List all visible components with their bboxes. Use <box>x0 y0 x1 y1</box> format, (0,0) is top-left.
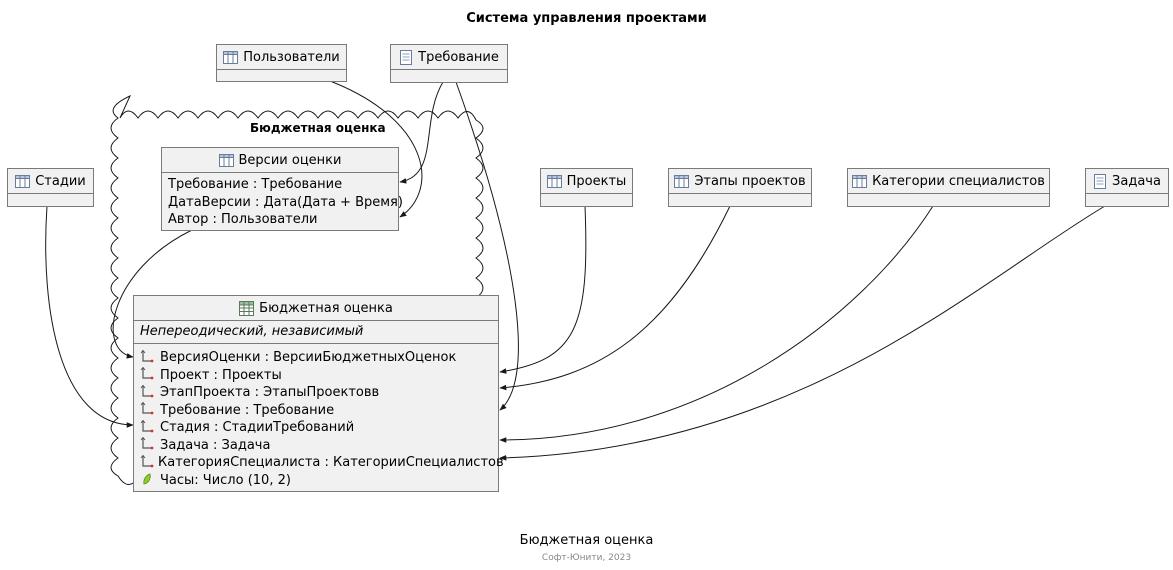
entity-stereotype: Непереодический, независимый <box>140 324 364 339</box>
attribute-text: Часы: Число (10, 2) <box>160 472 291 488</box>
link-stages-budget <box>45 205 134 428</box>
table-icon <box>852 174 868 188</box>
dimension-icon <box>140 349 156 366</box>
register-icon <box>239 300 255 316</box>
attribute-text: КатегорияСпециалиста : КатегорииСпециали… <box>158 455 504 470</box>
attribute-text: Стадия : СтадииТребований <box>160 420 355 435</box>
entity-project-stages[interactable]: Этапы проектов <box>668 168 812 207</box>
attribute-row: Задача : Задача <box>140 436 492 455</box>
dimension-icon <box>140 384 156 401</box>
package-label: Бюджетная оценка <box>250 121 386 135</box>
link-task-budget <box>499 205 1106 461</box>
attribute-text: Задача : Задача <box>160 437 271 453</box>
diagram-footer: Софт-Юнити, 2023 <box>541 553 632 563</box>
entity-users[interactable]: Пользователи <box>216 44 347 82</box>
table-icon <box>674 174 690 188</box>
link-users-versions <box>329 80 423 218</box>
dimension-icon <box>140 366 156 383</box>
link-requirement-versions <box>399 81 444 184</box>
attribute-row: Часы: Число (10, 2) <box>140 472 492 490</box>
table-icon <box>223 50 239 64</box>
entity-name: Требование <box>418 49 499 65</box>
dimension-icon <box>140 454 154 471</box>
resource-icon <box>140 472 156 488</box>
document-icon <box>1093 173 1107 189</box>
entity-requirement[interactable]: Требование <box>390 44 508 83</box>
link-versions-budget <box>112 229 193 359</box>
entity-task[interactable]: Задача <box>1085 168 1169 207</box>
diagram-caption: Бюджетная оценка <box>519 533 654 548</box>
entity-projects[interactable]: Проекты <box>540 168 633 207</box>
attribute: Автор : Пользователи <box>168 212 318 227</box>
attribute-row: Проект : Проекты <box>140 366 492 385</box>
attribute-row: ВерсияОценки : ВерсииБюджетныхОценок <box>140 349 492 367</box>
entity-name: Проекты <box>566 173 627 189</box>
link-categories-budget <box>499 205 934 443</box>
entity-name: Этапы проектов <box>694 173 806 189</box>
entity-name: Задача <box>1112 173 1161 189</box>
entity-stages[interactable]: Стадии <box>7 168 94 207</box>
dimension-icon <box>140 401 156 418</box>
table-icon <box>218 153 234 167</box>
entity-name: Стадии <box>35 173 86 189</box>
link-project-stages-budget <box>499 205 731 391</box>
link-projects-budget <box>499 205 587 374</box>
entity-name: Пользователи <box>243 49 340 65</box>
attribute-row: КатегорияСпециалиста : КатегорииСпециали… <box>140 454 504 472</box>
attribute-text: ЭтапПроекта : ЭтапыПроектовв <box>160 385 380 400</box>
attribute-row: Требование : Требование <box>140 401 492 420</box>
entity-estimate-versions[interactable]: Версии оценки Требование : Требование Да… <box>161 147 403 231</box>
dimension-icon <box>140 436 156 453</box>
attribute-text: Требование : Требование <box>160 402 335 418</box>
table-icon <box>15 174 31 188</box>
document-icon <box>399 49 413 65</box>
entity-budget-estimate[interactable]: Бюджетная оценка Непереодический, незави… <box>133 295 504 492</box>
entity-name: Версии оценки <box>238 152 342 168</box>
diagram-title: Система управления проектами <box>466 11 707 26</box>
attribute: Требование : Требование <box>168 177 343 192</box>
link-requirement-budget <box>455 81 519 411</box>
table-icon <box>546 174 562 188</box>
attribute-row: Стадия : СтадииТребований <box>140 419 492 437</box>
dimension-icon <box>140 419 156 436</box>
attribute-row: ЭтапПроекта : ЭтапыПроектовв <box>140 384 492 402</box>
attribute-text: Проект : Проекты <box>160 367 282 383</box>
entity-name: Бюджетная оценка <box>259 300 393 316</box>
entity-specialist-categories[interactable]: Категории специалистов <box>847 168 1050 207</box>
attribute-text: ВерсияОценки : ВерсииБюджетныхОценок <box>160 350 457 365</box>
entity-name: Категории специалистов <box>872 173 1045 189</box>
attribute: ДатаВерсии : Дата(Дата + Время) <box>168 194 403 210</box>
